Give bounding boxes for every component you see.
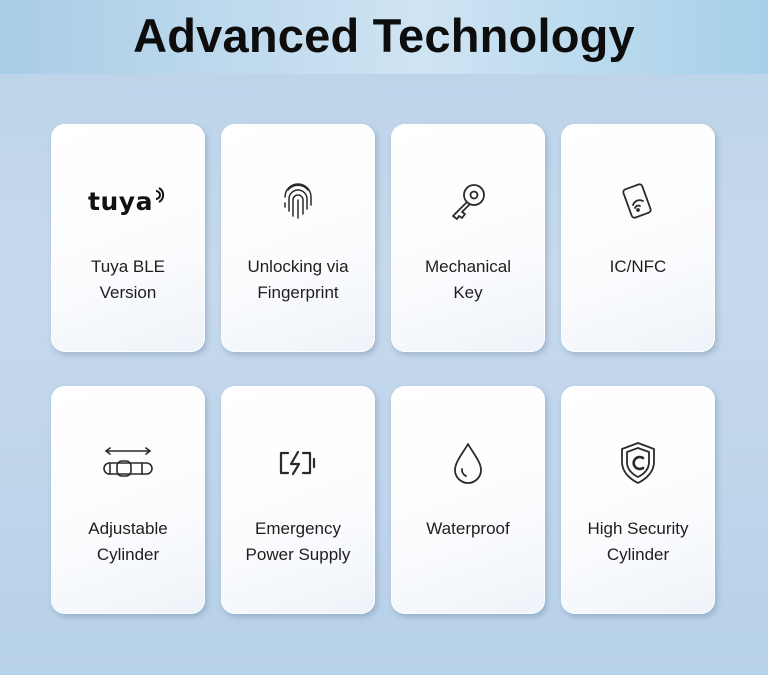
feature-card-ic-nfc: IC/NFC — [561, 124, 715, 352]
feature-card-tuya-ble: tuya Tuya BLE Version — [51, 124, 205, 352]
feature-card-waterproof: Waterproof — [391, 386, 545, 614]
feature-label: IC/NFC — [609, 257, 667, 276]
feature-label: Emergency Power Supply — [245, 519, 351, 564]
header-banner: Advanced Technology — [0, 0, 768, 74]
fingerprint-icon — [221, 176, 375, 226]
feature-card-mechanical-key: Mechanical Key — [391, 124, 545, 352]
feature-label: Mechanical Key — [425, 257, 511, 302]
tuya-logo-icon: tuya — [51, 176, 205, 226]
page-title: Advanced Technology — [133, 9, 635, 62]
key-icon — [391, 176, 545, 226]
tuya-logo-text: tuya — [88, 186, 153, 216]
water-drop-icon — [391, 438, 545, 488]
feature-card-fingerprint: Unlocking via Fingerprint — [221, 124, 375, 352]
feature-label: Tuya BLE Version — [90, 257, 166, 302]
nfc-card-icon — [561, 176, 715, 226]
feature-label: Waterproof — [426, 519, 510, 538]
feature-label: Unlocking via Fingerprint — [247, 257, 349, 302]
shield-c-icon — [561, 438, 715, 488]
feature-label: Adjustable Cylinder — [88, 519, 168, 564]
battery-charge-icon — [221, 438, 375, 488]
feature-card-high-security-cylinder: High Security Cylinder — [561, 386, 715, 614]
feature-card-adjustable-cylinder: Adjustable Cylinder — [51, 386, 205, 614]
feature-label: High Security Cylinder — [587, 519, 689, 564]
adjustable-cylinder-icon — [51, 438, 205, 488]
feature-card-emergency-power: Emergency Power Supply — [221, 386, 375, 614]
